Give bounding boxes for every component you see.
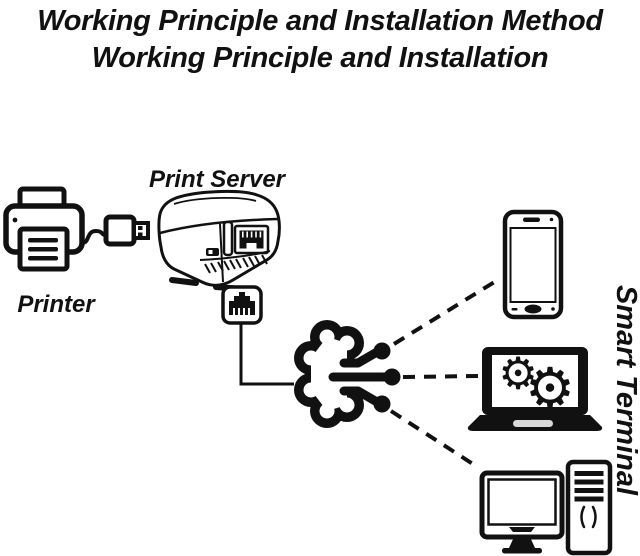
cloud-network-icon [294, 320, 401, 428]
laptop-icon: ⚙ ⚙ [467, 347, 603, 431]
connection-line-to-phone [392, 279, 498, 346]
print-server-usb-slot [222, 220, 234, 257]
connection-line-to-desktop [389, 409, 478, 468]
printer-label: Printer [17, 291, 96, 318]
title-line-1: Working Principle and Installation Metho… [37, 5, 603, 37]
print-server-ethernet-port [233, 224, 270, 255]
cloud-branch-nodes [328, 342, 401, 413]
desktop-monitor-stand [509, 537, 535, 548]
print-server-label: Print Server [149, 166, 287, 193]
smartphone-camera-dot [549, 217, 554, 222]
ethernet-wire-line [239, 323, 294, 386]
connection-line-to-laptop [402, 374, 480, 379]
smartphone-home-button [524, 304, 542, 314]
smartphone-screen [509, 227, 557, 303]
desktop-monitor-screen [487, 478, 557, 526]
laptop-screen [492, 355, 578, 407]
print-server-vents [204, 254, 268, 274]
print-server-icon [157, 189, 281, 293]
usb-plug-icon [80, 214, 150, 247]
gear-icon: ⚙ [498, 349, 537, 400]
printer-icon [3, 186, 85, 272]
print-server-top-edge [159, 217, 279, 235]
smartphone-icon [502, 209, 564, 320]
gear-icon: ⚙ [525, 357, 575, 422]
desktop-computer-icon [479, 459, 613, 556]
usb-cable [80, 228, 109, 245]
printer-led-dot [12, 217, 18, 223]
diagram-canvas: Printer [3, 166, 640, 556]
title-line-2: Working Principle and Installation [91, 42, 549, 74]
desktop-tower [565, 459, 613, 556]
tower-power-mark [580, 505, 586, 529]
ethernet-connector-icon [221, 285, 263, 325]
title-block: Working Principle and Installation Metho… [0, 0, 640, 77]
smartphone-speaker [523, 217, 540, 222]
smart-terminal-label: Smart Terminal [610, 285, 640, 496]
